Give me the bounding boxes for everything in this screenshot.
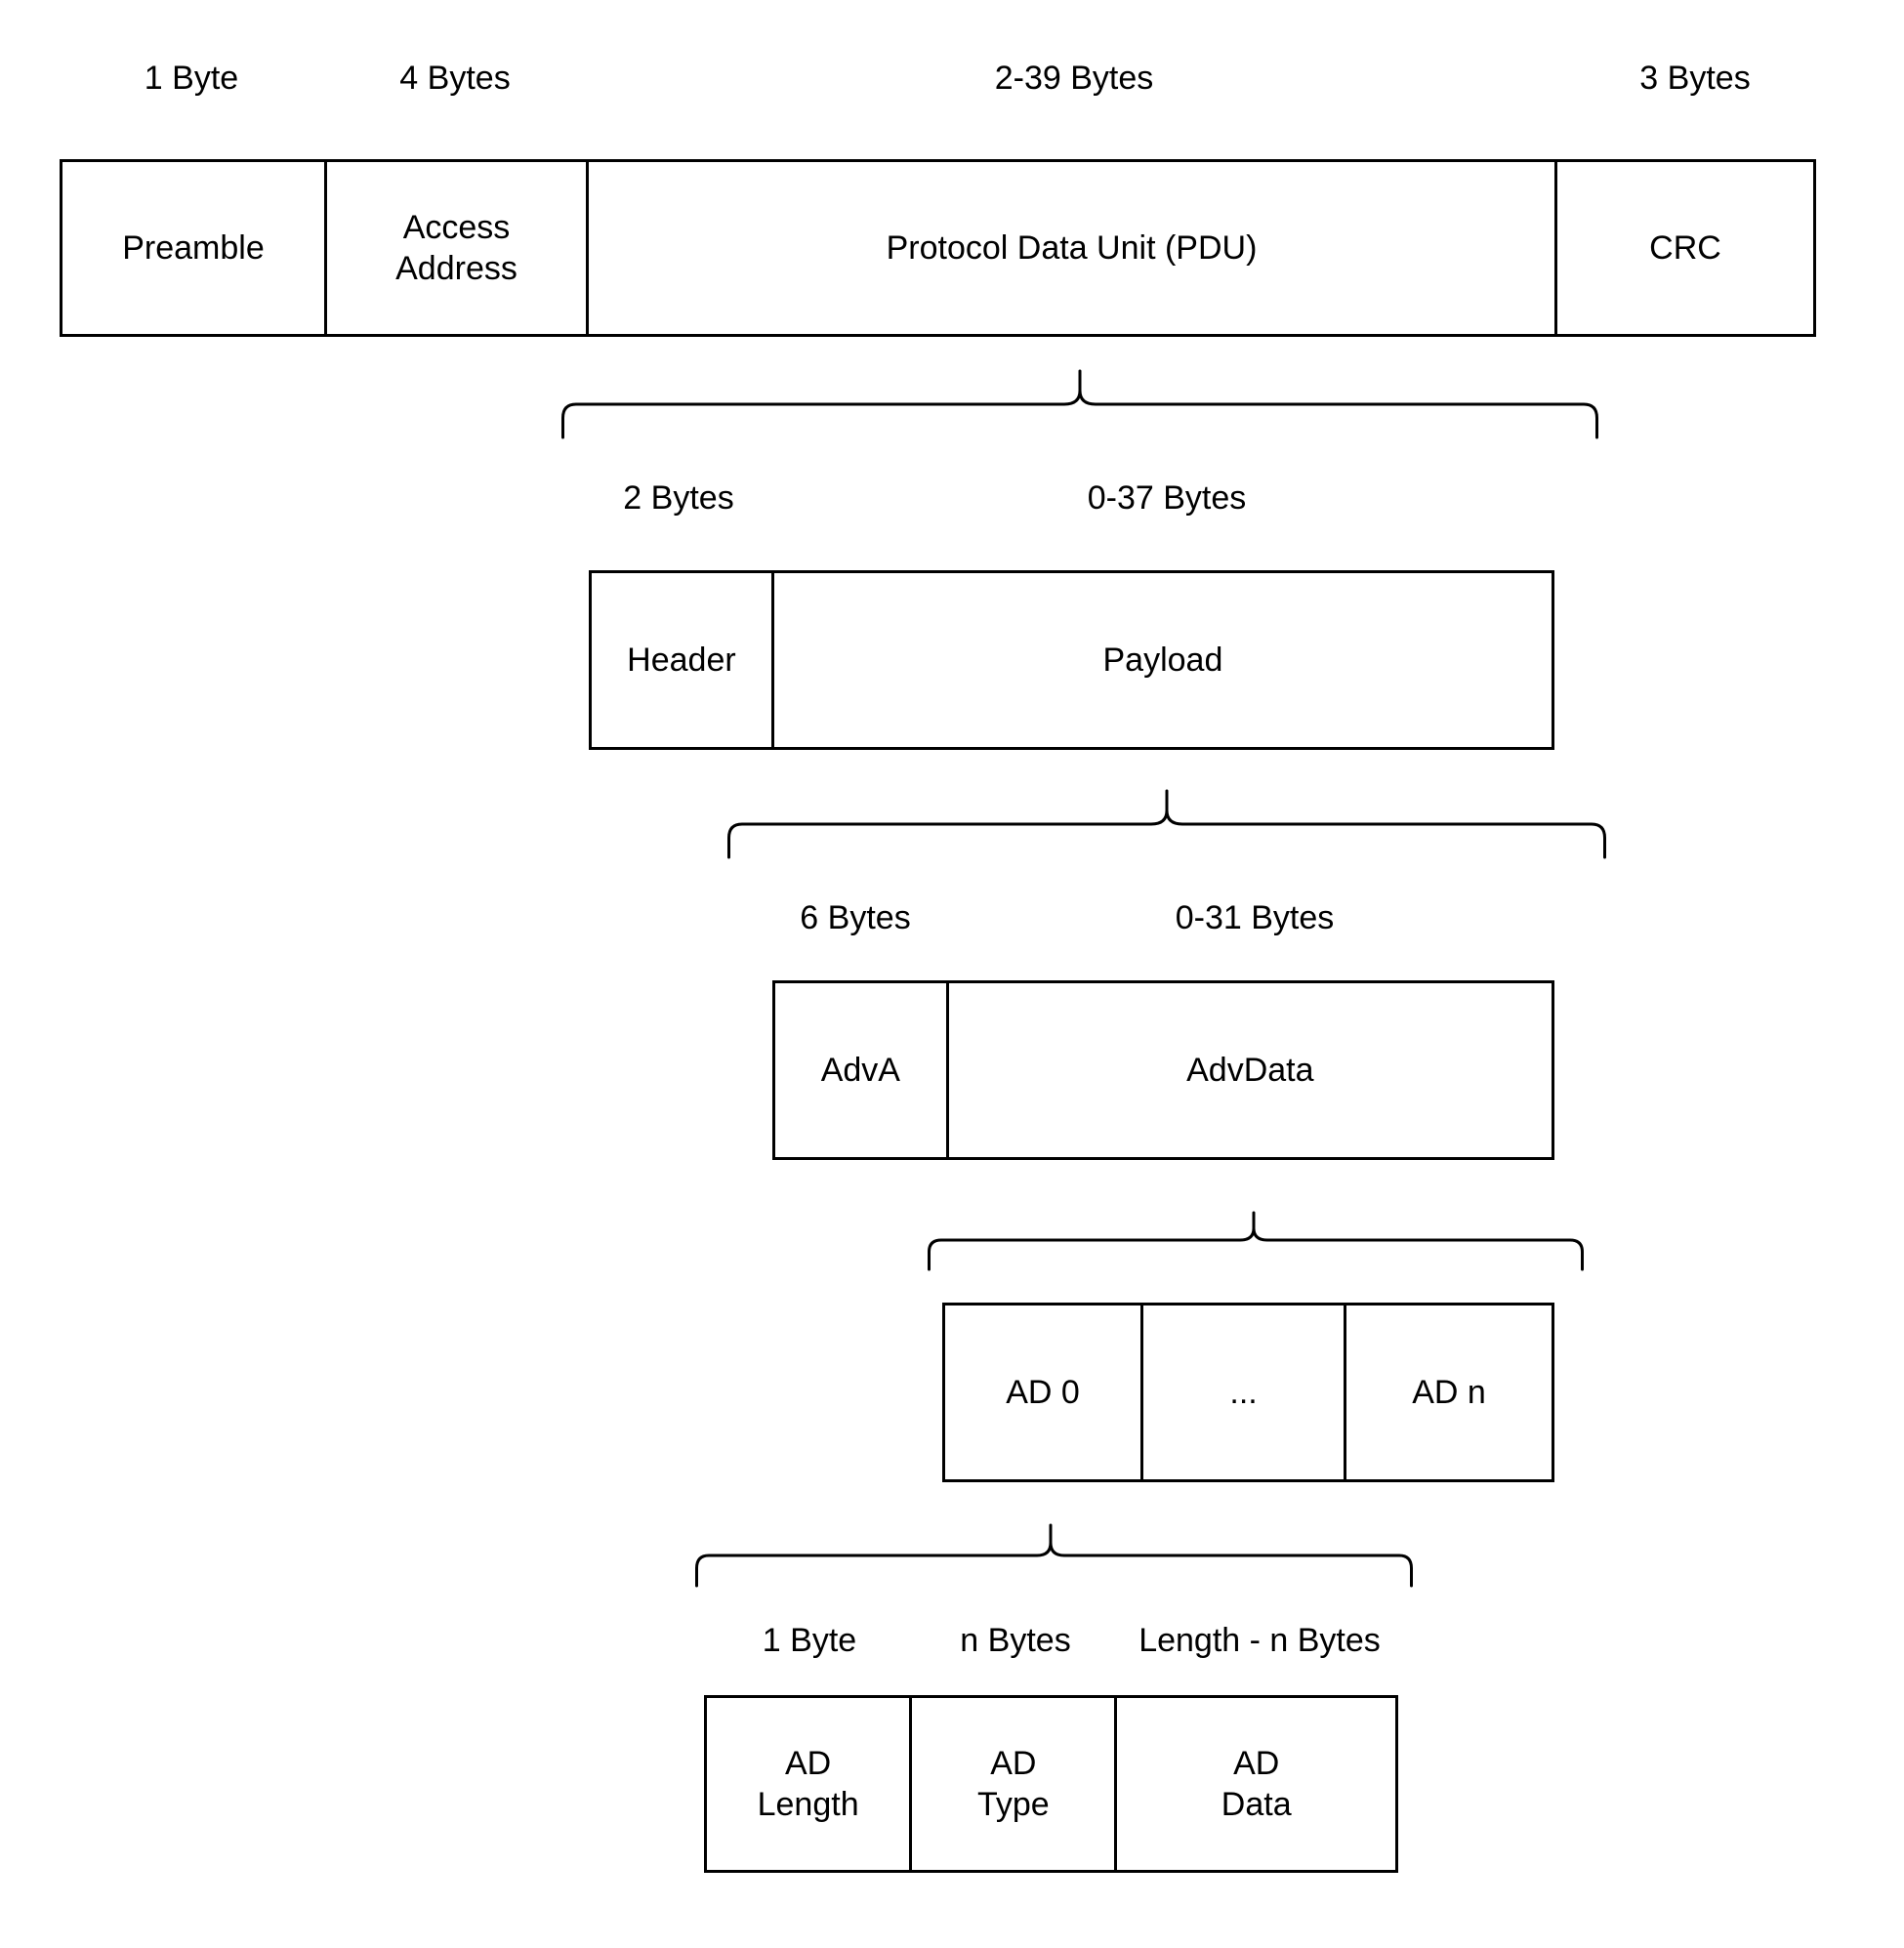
size-label-ad-length: 1 Byte [762, 1622, 857, 1659]
field-pdu-label: Protocol Data Unit (PDU) [886, 229, 1258, 267]
field-ad-data[interactable]: AD Data [1117, 1698, 1395, 1870]
field-advdata-label: AdvData [1186, 1052, 1314, 1089]
field-ad-n[interactable]: AD n [1346, 1306, 1552, 1479]
field-access-address-label: Access Address [395, 209, 517, 287]
size-label-access-address: 4 Bytes [399, 60, 511, 97]
field-payload[interactable]: Payload [773, 573, 1552, 747]
field-ad-0-label: AD 0 [1006, 1374, 1080, 1411]
field-preamble-label: Preamble [122, 229, 265, 267]
field-ad-type-label: AD Type [976, 1745, 1050, 1823]
size-label-advdata: 0-31 Bytes [1175, 899, 1335, 936]
size-label-adva: 6 Bytes [800, 899, 911, 936]
field-ad-ellipsis-label: ... [1229, 1374, 1258, 1411]
field-preamble[interactable]: Preamble [62, 162, 327, 334]
advdata-brace [928, 1211, 1584, 1271]
size-label-crc: 3 Bytes [1639, 60, 1751, 97]
size-label-payload: 0-37 Bytes [1087, 479, 1247, 517]
field-ad-0[interactable]: AD 0 [945, 1306, 1144, 1479]
pdu-brace [561, 369, 1598, 439]
size-label-pdu: 2-39 Bytes [994, 60, 1154, 97]
size-label-ad-data: Length - n Bytes [1138, 1622, 1381, 1659]
size-label-ad-type: n Bytes [960, 1622, 1071, 1659]
field-crc-label: CRC [1649, 229, 1721, 267]
field-adva[interactable]: AdvA [775, 983, 949, 1157]
size-label-header: 2 Bytes [623, 479, 734, 517]
size-label-preamble: 1 Byte [144, 60, 239, 97]
ad-brace [695, 1523, 1413, 1588]
packet-row-payload: AdvA AdvData [772, 980, 1554, 1160]
packet-row-link-layer: Preamble Access Address Protocol Data Un… [60, 159, 1816, 337]
field-ad-n-label: AD n [1412, 1374, 1486, 1411]
field-ad-length-label: AD Length [757, 1745, 859, 1823]
field-header[interactable]: Header [592, 573, 774, 747]
field-crc[interactable]: CRC [1557, 162, 1813, 334]
field-ad-ellipsis[interactable]: ... [1143, 1306, 1347, 1479]
packet-row-pdu: Header Payload [589, 570, 1554, 750]
packet-row-ad-structure: AD Length AD Type AD Data [704, 1695, 1398, 1873]
field-advdata[interactable]: AdvData [948, 983, 1552, 1157]
field-payload-label: Payload [1102, 642, 1223, 679]
field-access-address[interactable]: Access Address [327, 162, 589, 334]
packet-row-advdata: AD 0 ... AD n [942, 1303, 1554, 1482]
field-ad-data-label: AD Data [1221, 1745, 1292, 1823]
field-adva-label: AdvA [820, 1052, 900, 1089]
field-ad-length[interactable]: AD Length [707, 1698, 913, 1870]
field-ad-type[interactable]: AD Type [912, 1698, 1118, 1870]
field-header-label: Header [627, 642, 736, 679]
payload-brace [727, 789, 1606, 859]
field-pdu[interactable]: Protocol Data Unit (PDU) [589, 162, 1557, 334]
